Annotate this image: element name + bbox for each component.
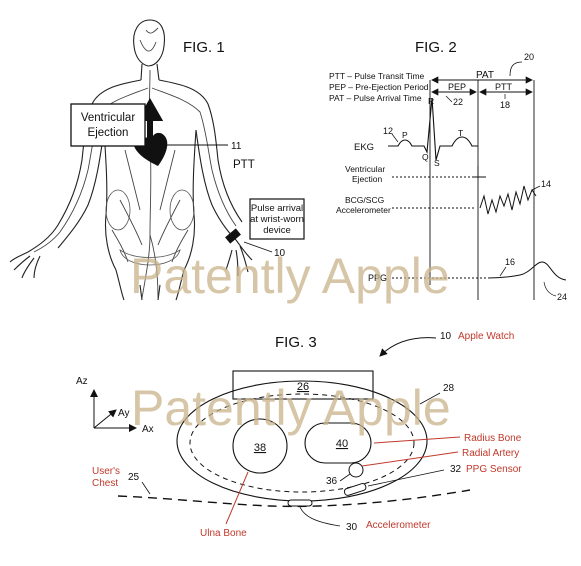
fig3-ref-25: 25: [128, 472, 140, 483]
fig2-ref-14: 14: [541, 179, 551, 189]
users-chest-label-2: Chest: [92, 478, 118, 489]
fig2-ref-12: 12: [383, 126, 393, 136]
radial-artery-label: Radial Artery: [462, 448, 519, 459]
fig2-pat: PAT: [476, 70, 494, 81]
wrist-inner-outline: [189, 393, 415, 493]
radius-bone-40: [304, 422, 372, 464]
fig3-ref-30: 30: [346, 522, 358, 533]
fig2-ppg: PPG: [368, 273, 387, 283]
fig2-ref-24: 24: [557, 292, 567, 302]
wave-r: R: [428, 96, 434, 106]
ulna-bone-38: [232, 418, 288, 474]
ventricular-ejection-label-2: Ejection: [88, 127, 129, 139]
fig1-title: FIG. 1: [183, 39, 225, 56]
radial-artery-36: [348, 462, 364, 478]
ppg-waveform: [487, 261, 567, 281]
wrist-worn-device: [225, 228, 241, 244]
ejection-arrow-icon: [136, 97, 164, 148]
fig3-ref-40: 40: [336, 438, 348, 450]
ref-11: 11: [231, 141, 242, 152]
fig3-ref-38: 38: [254, 442, 266, 454]
fig3-ref-10: 10: [440, 331, 452, 342]
fig2-bcg-2: Accelerometer: [336, 205, 391, 215]
fig2-ref-20: 20: [524, 52, 534, 62]
wave-q: Q: [422, 152, 429, 162]
pulse-arrival-label-3: device: [263, 225, 290, 236]
ventricular-ejection-label-1: Ventricular: [81, 112, 136, 124]
organs: [105, 189, 195, 266]
fig2-ref-16: 16: [505, 257, 515, 267]
pulse-arrival-box: [249, 198, 305, 240]
ulna-bone-label: Ulna Bone: [200, 528, 247, 539]
fig2-ekg: EKG: [354, 142, 374, 153]
fig3-ref-32: 32: [450, 464, 462, 475]
ventricular-ejection-box: [70, 103, 146, 147]
fig2-bcg-1: BCG/SCG: [345, 195, 384, 205]
fig3-title: FIG. 3: [275, 334, 317, 351]
accelerometer-30: [287, 499, 313, 507]
axis-ax-label: Ax: [142, 424, 154, 435]
fig3-ref-28: 28: [443, 383, 455, 394]
fig2-legend-1: PTT – Pulse Transit Time: [329, 71, 425, 81]
fig3: FIG. 3 10 Apple Watch Az Ay Ax 26 28 38 …: [76, 331, 522, 539]
accelerometer-axes: Az Ay Ax: [76, 376, 154, 435]
fig3-ref-36: 36: [326, 476, 338, 487]
ppg-sensor-32: [343, 483, 367, 496]
wave-t: T: [458, 128, 463, 138]
fig2-ventricular-1: Ventricular: [345, 164, 385, 174]
fig2-ref-22: 22: [453, 97, 463, 107]
fig2-pep: PEP: [448, 82, 466, 92]
fig1: FIG. 1: [9, 19, 305, 301]
watermark-1: Patently Apple: [130, 248, 450, 304]
axis-az-label: Az: [76, 376, 88, 387]
bcg-waveform: [479, 185, 537, 215]
fig2: FIG. 2 PTT – Pulse Transit Time PEP – Pr…: [329, 39, 567, 302]
apple-watch-label: Apple Watch: [458, 331, 514, 342]
fig1-ptt-label: PTT: [233, 159, 255, 171]
fig2-legend-2: PEP – Pre-Ejection Period: [329, 82, 429, 92]
accelerometer-label: Accelerometer: [366, 520, 431, 531]
fig2-ptt: PTT: [495, 82, 513, 92]
users-chest-line: [117, 489, 471, 508]
watermark-2: Patently Apple: [131, 380, 451, 436]
fig1-ref-10: 10: [274, 248, 286, 259]
fig3-ref-26: 26: [297, 381, 309, 393]
ppg-sensor-label: PPG Sensor: [466, 464, 522, 475]
fig2-legend-3: PAT – Pulse Arrival Time: [329, 93, 422, 103]
fig2-ref-18: 18: [500, 100, 510, 110]
ekg-waveform: [388, 97, 478, 161]
radius-bone-label: Radius Bone: [464, 433, 522, 444]
pulse-arrival-label-1: Pulse arrival: [251, 203, 303, 214]
axis-ay-label: Ay: [118, 408, 130, 419]
users-chest-label-1: User's: [92, 466, 120, 477]
wave-p: P: [402, 130, 408, 140]
fig2-ventricular-2: Ejection: [352, 174, 383, 184]
wave-s: S: [434, 158, 440, 168]
pulse-arrival-label-2: at wrist-worn: [250, 214, 304, 225]
fig2-title: FIG. 2: [415, 39, 457, 56]
